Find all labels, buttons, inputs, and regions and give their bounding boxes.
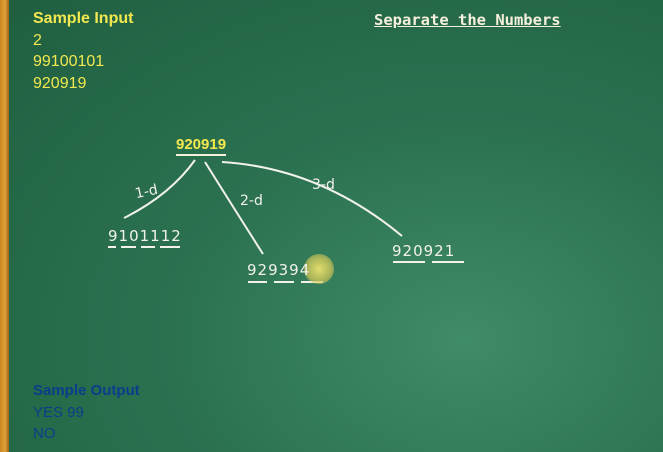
sample-output-line: YES 99 bbox=[33, 404, 84, 421]
sample-output-heading: Sample Output bbox=[33, 382, 140, 399]
sample-output-line: NO bbox=[33, 425, 56, 442]
sequence-one-digit: 9101112 bbox=[108, 227, 182, 245]
sample-input-line: 920919 bbox=[33, 75, 87, 92]
edge-line-1 bbox=[123, 159, 196, 219]
board-frame bbox=[0, 0, 9, 452]
sample-input-line: 99100101 bbox=[33, 53, 105, 70]
sample-input-line: 2 bbox=[33, 32, 42, 49]
tree-root-number: 920919 bbox=[176, 136, 227, 156]
sequence-three-digit: 920921 bbox=[392, 242, 456, 260]
sequence-underlines bbox=[108, 246, 464, 283]
pointer-highlight bbox=[304, 254, 334, 284]
edge-label-2-digit: 2-d bbox=[240, 193, 263, 209]
page-title: Separate the Numbers bbox=[374, 11, 561, 29]
sequence-two-digit: 929394 bbox=[247, 261, 311, 279]
edge-label-3-digit: 3-d bbox=[312, 177, 335, 193]
edge-line-2 bbox=[204, 161, 264, 255]
edge-line-3 bbox=[221, 161, 403, 237]
sample-input-heading: Sample Input bbox=[33, 10, 134, 27]
